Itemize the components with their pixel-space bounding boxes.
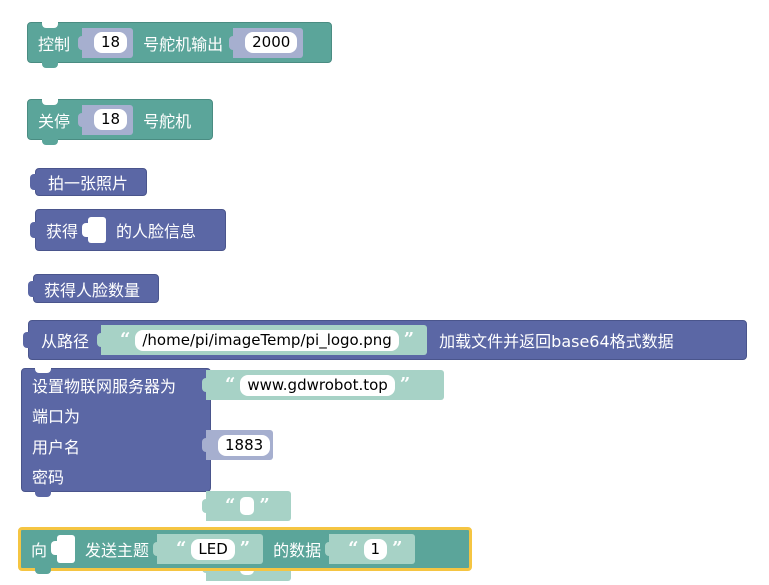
server-label: 设置物联网服务器为 (32, 377, 177, 396)
topic-socket[interactable]: “ LED ” (153, 534, 264, 564)
port-socket[interactable]: 1883 (202, 430, 273, 460)
password-label: 密码 (32, 468, 65, 487)
data-socket[interactable]: “ 1 ” (325, 534, 416, 564)
stop-label: 关停 (38, 111, 71, 131)
servo-pin-value[interactable]: 18 (94, 32, 128, 53)
open-quote-icon: “ (120, 329, 131, 350)
face-info-label: 的人脸信息 (116, 222, 197, 241)
servo-output-value[interactable]: 2000 (245, 32, 298, 53)
servo-stop-block[interactable]: 关停 18 号舵机 (27, 99, 213, 145)
servo-value-socket[interactable]: 2000 (229, 27, 304, 58)
open-quote-icon: “ (176, 538, 187, 559)
stop-pin-socket[interactable]: 18 (78, 104, 134, 135)
get-face-info-block[interactable]: 获得 的人脸信息 (30, 209, 226, 251)
servo-output-block[interactable]: 控制 18 号舵机输出 2000 (27, 22, 332, 68)
output-label: 号舵机输出 (143, 34, 224, 54)
control-label: 控制 (38, 34, 71, 54)
client-input-slot[interactable] (51, 535, 76, 563)
get-label: 获得 (46, 222, 79, 241)
open-quote-icon: “ (225, 495, 236, 516)
from-path-label: 从路径 (41, 332, 90, 351)
publish-block[interactable]: 向 发送主题 “ LED ” 的数据 “ 1 ” (18, 527, 472, 574)
servo-pin-socket[interactable]: 18 (78, 27, 134, 58)
port-label: 端口为 (32, 407, 81, 426)
face-count-block[interactable]: 获得人脸数量 (28, 274, 159, 303)
stop-pin-value[interactable]: 18 (94, 109, 128, 130)
path-value[interactable]: /home/pi/imageTemp/pi_logo.png (135, 329, 399, 351)
mqtt-setup-block[interactable] (21, 368, 211, 492)
close-quote-icon: ” (239, 538, 251, 559)
mqtt-setup-block-bottom-tab (35, 491, 51, 497)
port-value[interactable]: 1883 (218, 434, 271, 456)
mqtt-setup-block-notch (35, 367, 51, 373)
data-label: 的数据 (273, 541, 322, 560)
take-photo-block[interactable]: 拍一张照片 (30, 168, 147, 196)
close-quote-icon: ” (392, 538, 403, 559)
server-socket[interactable]: “ www.gdwrobot.top ” (202, 370, 444, 400)
path-socket[interactable]: “ /home/pi/imageTemp/pi_logo.png ” (97, 325, 428, 355)
topic-value[interactable]: LED (191, 538, 235, 560)
close-quote-icon: ” (403, 329, 415, 350)
load-file-block[interactable]: 从路径 “ /home/pi/imageTemp/pi_logo.png ” 加… (23, 320, 747, 360)
take-photo-label: 拍一张照片 (48, 174, 129, 193)
face-input-slot[interactable] (82, 217, 107, 243)
face-count-label: 获得人脸数量 (44, 280, 141, 300)
to-label: 向 (31, 541, 48, 560)
close-quote-icon: ” (259, 495, 270, 516)
open-quote-icon: “ (225, 374, 236, 395)
load-file-label: 加载文件并返回base64格式数据 (439, 332, 674, 351)
data-value[interactable]: 1 (363, 538, 388, 560)
username-value[interactable] (240, 497, 255, 515)
username-label: 用户名 (32, 438, 81, 457)
servo-label: 号舵机 (143, 111, 192, 131)
server-value[interactable]: www.gdwrobot.top (240, 374, 395, 396)
topic-label: 发送主题 (85, 541, 150, 560)
username-socket[interactable]: “ ” (202, 491, 291, 521)
close-quote-icon: ” (399, 374, 411, 395)
open-quote-icon: “ (348, 538, 359, 559)
